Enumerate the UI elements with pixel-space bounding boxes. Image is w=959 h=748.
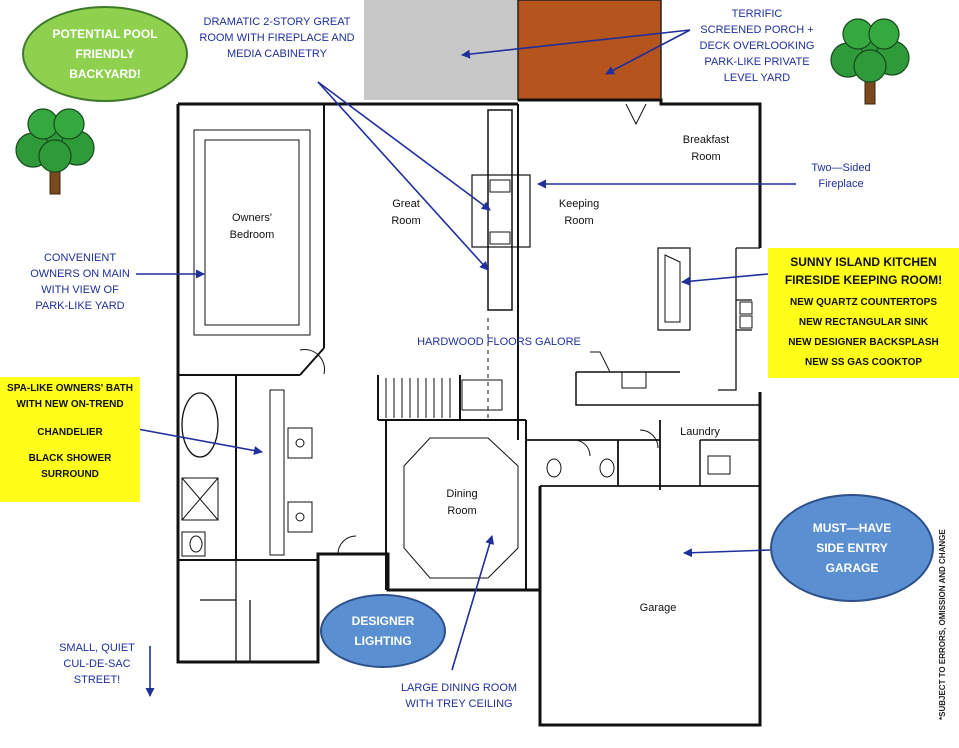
kitchen-title-line2: FIRESIDE KEEPING ROOM! bbox=[784, 273, 943, 287]
arrow-dining bbox=[451, 535, 495, 671]
owners-main-callout: CONVENIENT OWNERS ON MAIN WITH VIEW OF P… bbox=[30, 252, 130, 312]
disclaimer-text: *SUBJECT TO ERRORS, OMISSION AND CHANGE bbox=[938, 529, 947, 720]
great-room-label: Great Room bbox=[391, 198, 421, 227]
laundry-label: Laundry bbox=[680, 426, 720, 438]
designer-lighting-badge: DESIGNER LIGHTING bbox=[320, 594, 446, 668]
arrow-owners-bath bbox=[131, 427, 263, 455]
designer-lighting-text: DESIGNER LIGHTING bbox=[351, 614, 415, 648]
bath-line2: WITH NEW ON-TREND bbox=[16, 399, 124, 410]
bath-line5: SURROUND bbox=[41, 469, 99, 480]
callout-arrows bbox=[131, 29, 796, 697]
kitchen-highlight-box: SUNNY ISLAND KITCHEN FIRESIDE KEEPING RO… bbox=[768, 248, 959, 378]
kitchen-item: NEW QUARTZ COUNTERTOPS bbox=[789, 297, 938, 308]
kitchen-item: NEW DESIGNER BACKSPLASH bbox=[788, 337, 939, 348]
hardwood-floors-callout: HARDWOOD FLOORS GALORE bbox=[417, 336, 581, 348]
kitchen-item: NEW RECTANGULAR SINK bbox=[798, 317, 929, 328]
side-entry-garage-badge: MUST—HAVE SIDE ENTRY GARAGE bbox=[770, 494, 934, 602]
side-entry-garage-text: MUST—HAVE SIDE ENTRY GARAGE bbox=[812, 521, 892, 575]
tree-icon-left bbox=[14, 107, 96, 196]
bath-line1: SPA-LIKE OWNERS' BATH bbox=[7, 383, 133, 394]
arrow-great-room-2 bbox=[317, 81, 489, 271]
great-room-callout: DRAMATIC 2-STORY GREAT ROOM WITH FIREPLA… bbox=[199, 16, 355, 60]
arrow-porch-2 bbox=[605, 29, 691, 75]
arrow-kitchen bbox=[681, 273, 769, 286]
cul-de-sac-callout: SMALL, QUIET CUL-DE-SAC STREET! bbox=[59, 642, 135, 686]
dining-room-label: Dining Room bbox=[446, 488, 478, 517]
porch-callout: TERRIFIC SCREENED PORCH + DECK OVERLOOKI… bbox=[699, 8, 815, 84]
bath-line3: CHANDELIER bbox=[37, 427, 103, 438]
garage-label: Garage bbox=[639, 602, 677, 614]
tree-icon-right bbox=[829, 17, 911, 106]
arrow-porch-1 bbox=[461, 29, 691, 59]
kitchen-title-line1: SUNNY ISLAND KITCHEN bbox=[790, 255, 937, 269]
interior-walls bbox=[177, 103, 760, 727]
owners-bedroom-label: Owners' Bedroom bbox=[229, 212, 275, 241]
pool-backyard-badge: POTENTIAL POOL FRIENDLY BACKYARD! bbox=[22, 6, 188, 102]
bath-line4: BLACK SHOWER bbox=[28, 453, 112, 464]
screened-porch-area bbox=[364, 0, 518, 100]
arrow-garage bbox=[683, 548, 771, 558]
keeping-room-label: Keeping Room bbox=[558, 198, 600, 227]
pool-backyard-text: POTENTIAL POOL FRIENDLY BACKYARD! bbox=[52, 27, 158, 81]
large-dining-callout: LARGE DINING ROOM WITH TREY CEILING bbox=[400, 682, 518, 710]
owners-bath-highlight-box: SPA-LIKE OWNERS' BATH WITH NEW ON-TREND … bbox=[0, 377, 140, 502]
deck-area bbox=[517, 0, 662, 101]
kitchen-item: NEW SS GAS COOKTOP bbox=[804, 357, 923, 368]
two-sided-fireplace-callout: Two—Sided Fireplace bbox=[811, 162, 871, 190]
breakfast-room-label: Breakfast Room bbox=[682, 134, 730, 163]
arrow-great-room-1 bbox=[317, 81, 491, 211]
